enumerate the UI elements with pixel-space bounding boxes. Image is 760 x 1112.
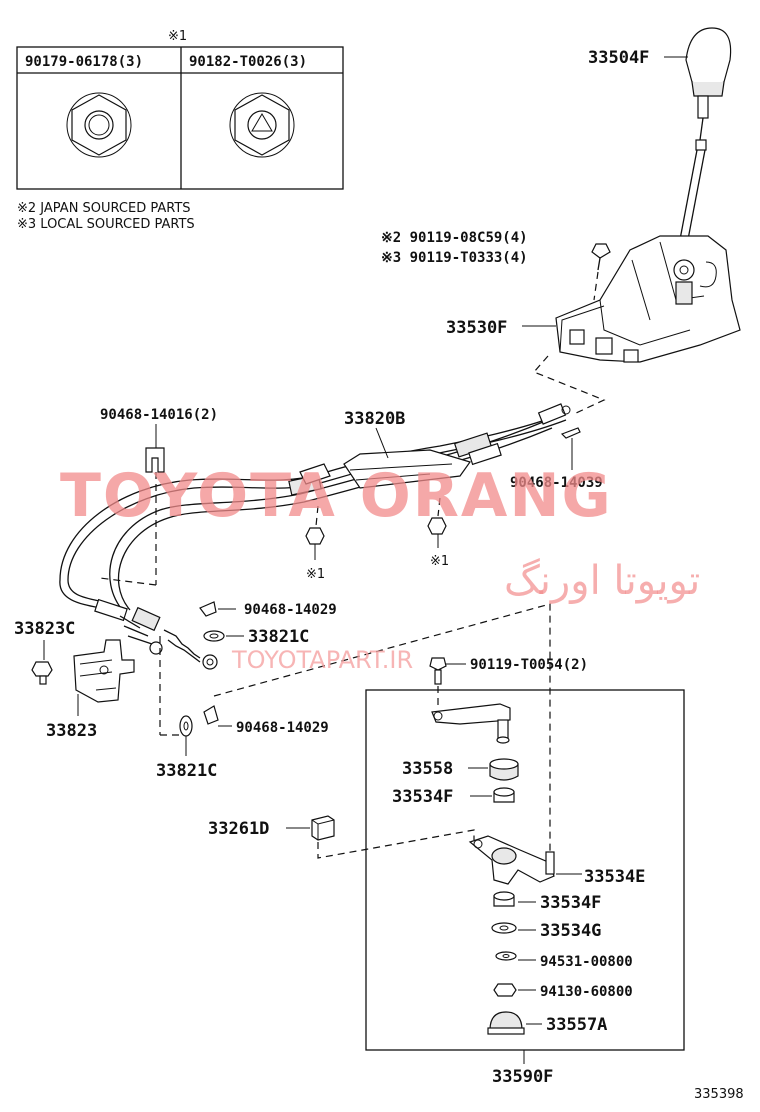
legend-mark: ※1 (168, 29, 187, 44)
mark-1a: ※1 (306, 567, 325, 582)
clip-icon (199, 601, 217, 617)
collar-icon (493, 891, 515, 907)
selector-arm-drawing (431, 703, 511, 744)
washer-icon (179, 715, 193, 737)
nut-icon (305, 527, 325, 545)
bolt-icon (429, 657, 447, 685)
cap-icon (487, 1011, 525, 1035)
label-33558: 33558 (402, 759, 453, 779)
pin-icon (560, 427, 581, 439)
clip-icon (145, 447, 165, 473)
label-90468-14029-lower: 90468-14029 (236, 720, 329, 736)
label-90119-T0333: ※3 90119-T0333(4) (381, 250, 528, 266)
label-94130-60800: 94130-60800 (540, 984, 633, 1000)
label-33534F-upper: 33534F (392, 787, 453, 807)
bellcrank-drawing (468, 835, 555, 885)
label-33534G: 33534G (540, 921, 601, 941)
label-33534F-lower: 33534F (540, 893, 601, 913)
bracket-drawing (73, 639, 135, 703)
watermark-brand: TOYOTA ORANG (60, 461, 613, 531)
flange-nut-icon (229, 92, 295, 158)
washer-icon (495, 951, 517, 961)
label-94531-00800: 94531-00800 (540, 954, 633, 970)
mark-1b: ※1 (430, 554, 449, 569)
legend-col1: 90179-06178(3) (25, 54, 143, 70)
label-33823: 33823 (46, 721, 97, 741)
bolt-icon (591, 243, 611, 271)
label-33504F: 33504F (588, 48, 649, 68)
washer-icon (491, 922, 517, 934)
block-icon (311, 815, 335, 841)
assembly-box (365, 689, 685, 1051)
note-japan-sourced: ※2 JAPAN SOURCED PARTS (17, 201, 191, 216)
legend-col2: 90182-T0026(3) (189, 54, 307, 70)
label-33534E: 33534E (584, 867, 645, 887)
shift-knob-drawing (677, 27, 732, 251)
shift-lever-housing-drawing (555, 235, 741, 363)
label-90119-08C59: ※2 90119-08C59(4) (381, 230, 528, 246)
label-90468-14029-upper: 90468-14029 (244, 602, 337, 618)
watermark-url: TOYOTAPART.IR (231, 646, 413, 674)
label-33823C: 33823C (14, 619, 75, 639)
nut-icon (427, 517, 447, 535)
shift-cable-drawing (59, 403, 571, 670)
note-local-sourced: ※3 LOCAL SOURCED PARTS (17, 217, 195, 232)
label-90119-T0054: 90119-T0054(2) (470, 657, 588, 673)
collar-icon (493, 787, 515, 803)
figure-number: 335398 (694, 1087, 744, 1102)
label-90468-14039: 90468-14039 (510, 475, 603, 491)
label-33261D: 33261D (208, 819, 269, 839)
bushing-icon (489, 758, 519, 781)
label-33820B: 33820B (344, 409, 405, 429)
clip-icon (203, 705, 219, 725)
label-33557A: 33557A (546, 1015, 607, 1035)
label-33821C-lower: 33821C (156, 761, 217, 781)
nut-icon (493, 983, 517, 997)
washer-icon (203, 630, 225, 642)
label-33821C-upper: 33821C (248, 627, 309, 647)
legend-box: ※1 90179-06178(3) 90182-T0026(3) (16, 29, 344, 190)
label-33530F: 33530F (446, 318, 507, 338)
bolt-icon (31, 661, 53, 685)
label-90468-14016: 90468-14016(2) (100, 407, 218, 423)
label-33590F: 33590F (492, 1067, 553, 1087)
hex-nut-icon (66, 92, 132, 158)
watermark-farsi: تویوتا اورنگ (504, 558, 700, 604)
